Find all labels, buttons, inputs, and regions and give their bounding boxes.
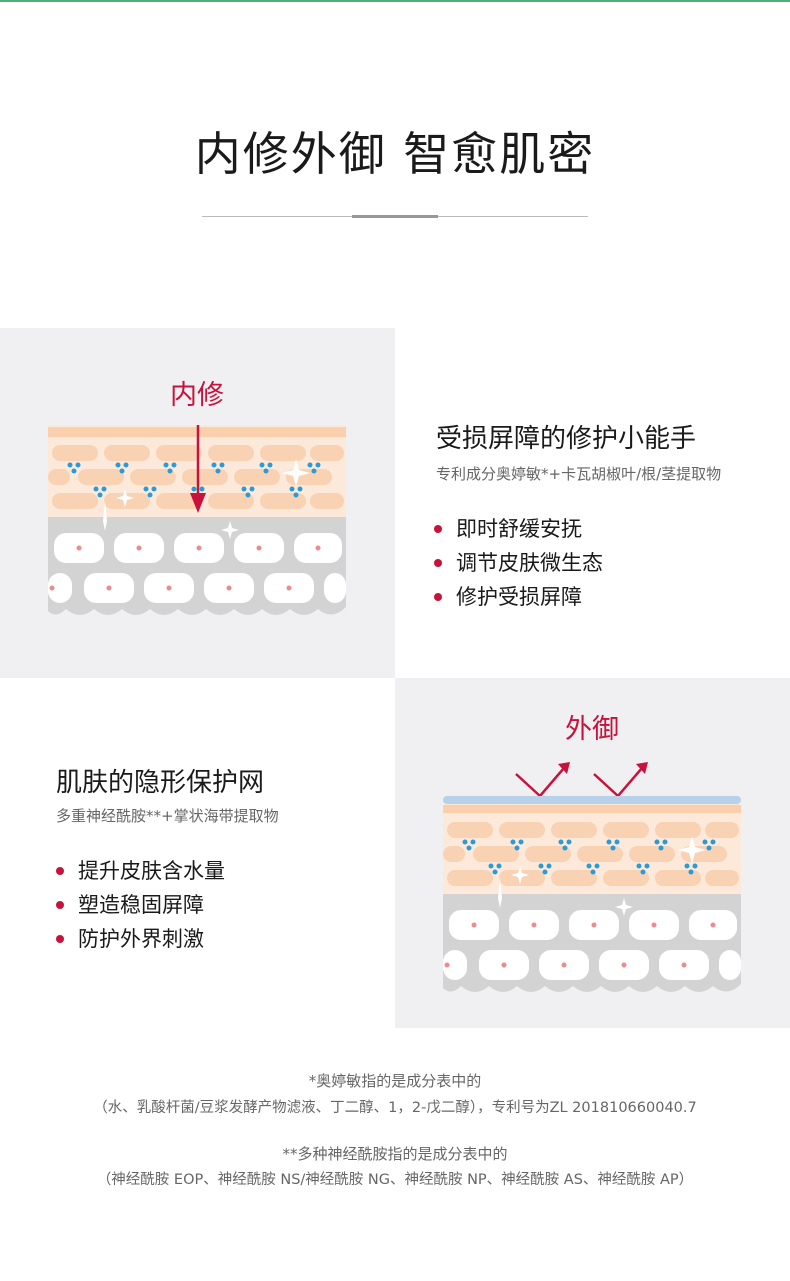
bullet-dot-icon <box>434 593 442 601</box>
inner-benefit-list: 即时舒缓安抚 调节皮肤微生态 修护受损屏障 <box>434 512 603 614</box>
outer-label: 外御 <box>565 714 619 745</box>
bullet-dot-icon <box>434 525 442 533</box>
list-item: 调节皮肤微生态 <box>434 546 603 580</box>
page-title: 内修外御 智愈肌密 <box>194 127 596 181</box>
list-item: 塑造稳固屏障 <box>56 888 225 922</box>
outer-feature-subtitle: 多重神经酰胺**+掌状海带提取物 <box>56 807 279 825</box>
inner-label: 内修 <box>170 380 224 411</box>
bullet-dot-icon <box>434 559 442 567</box>
footnote-2-title: **多种神经酰胺指的是成分表中的 <box>282 1145 508 1163</box>
footnote-2-body: （神经酰胺 EOP、神经酰胺 NS/神经酰胺 NG、神经酰胺 NP、神经酰胺 A… <box>96 1172 694 1188</box>
inner-feature-subtitle: 专利成分奥婷敏*+卡瓦胡椒叶/根/茎提取物 <box>436 465 722 483</box>
title-divider-highlight <box>352 215 438 218</box>
footnote-1-body: （水、乳酸杆菌/豆浆发酵产物滤液、丁二醇、1，2-戊二醇），专利号为ZL 201… <box>93 1100 697 1116</box>
list-item: 修护受损屏障 <box>434 580 603 614</box>
top-accent-line <box>0 0 790 2</box>
bullet-dot-icon <box>56 935 64 943</box>
outer-benefit-list: 提升皮肤含水量 塑造稳固屏障 防护外界刺激 <box>56 854 225 956</box>
list-item: 提升皮肤含水量 <box>56 854 225 888</box>
bullet-dot-icon <box>56 867 64 875</box>
inner-feature-title: 受损屏障的修护小能手 <box>436 424 697 454</box>
inner-skin-illustration <box>48 425 346 615</box>
list-item: 即时舒缓安抚 <box>434 512 603 546</box>
outer-skin-illustration <box>443 762 741 992</box>
bullet-dot-icon <box>56 901 64 909</box>
outer-feature-title: 肌肤的隐形保护网 <box>56 768 265 798</box>
list-item: 防护外界刺激 <box>56 922 225 956</box>
footnote-1-title: *奥婷敏指的是成分表中的 <box>308 1072 482 1090</box>
